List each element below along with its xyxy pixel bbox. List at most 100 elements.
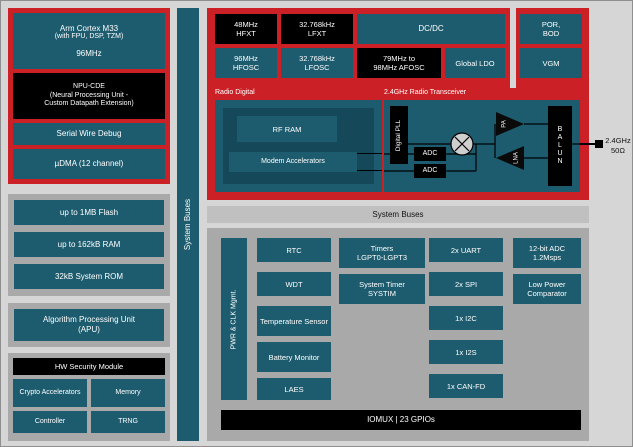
block-balun: BALUN: [548, 106, 572, 186]
global-ldo-label: Global LDO: [455, 58, 495, 68]
modem-connector-line-2: [357, 170, 382, 171]
lfosc-freq: 32.768kHz: [299, 54, 335, 63]
afosc-name: 98MHz AFOSC: [373, 63, 425, 72]
timers-label-1: Timers: [370, 244, 394, 253]
adc-q-label: ADC: [422, 166, 438, 174]
systim-label-1: System Timer: [359, 280, 405, 289]
block-can-fd: 1x CAN-FD: [429, 374, 503, 398]
rf-output-line: [580, 143, 595, 145]
mixer-icon: [450, 132, 474, 156]
radio-digital-box: RF RAM Modem Accelerators: [215, 100, 382, 192]
block-comparator: Low Power Comparator: [513, 274, 581, 304]
block-global-ldo: Global LDO: [445, 48, 505, 78]
block-dcdc: DC/DC: [357, 14, 505, 44]
rf-ram-label: RF RAM: [272, 124, 302, 134]
por-label: POR,: [541, 20, 561, 29]
adc-12bit-label-2: 1.2Msps: [532, 253, 562, 262]
controller-label: Controller: [34, 417, 66, 425]
rom-label: 32kB System ROM: [54, 271, 123, 281]
system-bus-vertical-label: System Buses: [183, 198, 193, 251]
timers-label-2: LGPT0-LGPT3: [356, 253, 408, 262]
hfxt-freq: 48MHz: [234, 20, 258, 29]
block-trng: TRNG: [91, 411, 165, 433]
battery-monitor-label: Battery Monitor: [268, 352, 320, 362]
crypto-label: Crypto Accelerators: [19, 388, 81, 396]
i2s-label: 1x I2S: [455, 347, 477, 357]
block-udma: µDMA (12 channel): [13, 149, 165, 179]
block-wdt: WDT: [257, 272, 331, 296]
trng-label: TRNG: [118, 417, 138, 425]
block-iomux: IOMUX | 23 GPIOs: [221, 410, 581, 430]
i2c-label: 1x I2C: [455, 313, 477, 323]
block-digital-pll: Digital PLL: [390, 106, 408, 164]
lfxt-name: LFXT: [307, 29, 327, 38]
systim-label-2: SYSTIM: [368, 289, 396, 298]
system-bus-vertical-labelwrap: System Buses: [177, 8, 199, 441]
hfosc-freq: 96MHz: [234, 54, 258, 63]
block-lfxt: 32.768kHz LFXT: [281, 14, 353, 44]
block-adc-12bit: 12-bit ADC 1.2Msps: [513, 238, 581, 268]
block-adc-i: ADC: [414, 147, 446, 161]
ram-label: up to 162kB RAM: [57, 239, 121, 249]
can-fd-label: 1x CAN-FD: [446, 381, 486, 391]
modem-connector-line-1: [357, 153, 382, 154]
cpu-frequency: 96MHz: [76, 48, 102, 58]
laes-label: LAES: [284, 384, 304, 394]
lna-amplifier-icon: [496, 146, 524, 170]
pwr-clk-labelwrap: PWR & CLK Mgmt.: [221, 238, 247, 400]
block-laes: LAES: [257, 378, 331, 400]
block-ram: up to 162kB RAM: [14, 232, 164, 257]
peripherals-box: PWR & CLK Mgmt. RTC WDT Temperature Sens…: [207, 228, 589, 441]
temperature-sensor-label: Temperature Sensor: [260, 316, 328, 326]
block-hfxt: 48MHz HFXT: [215, 14, 277, 44]
lna-label: LNA: [514, 152, 520, 164]
udma-label: µDMA (12 channel): [54, 159, 124, 169]
security-memory-label: Memory: [115, 388, 141, 396]
rtc-label: RTC: [286, 245, 302, 255]
pwr-clk-label: PWR & CLK Mgmt.: [230, 289, 238, 349]
security-box: HW Security Module Crypto Accelerators M…: [8, 353, 170, 441]
block-system-timer: System Timer SYSTIM: [339, 274, 425, 304]
block-hfosc: 96MHz HFOSC: [215, 48, 277, 78]
security-module-header: HW Security Module: [13, 358, 165, 375]
comparator-label-1: Low Power: [528, 280, 566, 289]
wdt-label: WDT: [285, 279, 303, 289]
block-security-memory: Memory: [91, 379, 165, 407]
cpu-subsystem-box: Arm Cortex M33 (with FPU, DSP, TZM) 96MH…: [8, 8, 170, 184]
block-security-controller: Controller: [13, 411, 87, 433]
flash-label: up to 1MB Flash: [59, 207, 119, 217]
rf-signal-path: PA LNA: [384, 112, 580, 172]
block-cpu: Arm Cortex M33 (with FPU, DSP, TZM) 96MH…: [13, 13, 165, 69]
cpu-features: (with FPU, DSP, TZM): [54, 33, 124, 41]
hfxt-name: HFXT: [236, 29, 256, 38]
cpu-name: Arm Cortex M33: [59, 23, 119, 33]
block-lfosc: 32.768kHz LFOSC: [281, 48, 353, 78]
bod-label: BOD: [542, 29, 560, 38]
dcdc-label: DC/DC: [418, 24, 444, 34]
hfosc-name: HFOSC: [232, 63, 260, 72]
rf-port-icon: [595, 140, 603, 148]
lfosc-name: LFOSC: [304, 63, 330, 72]
system-bus-horizontal: System Buses: [207, 206, 589, 223]
npu-name: NPU-CDE: [73, 83, 105, 91]
swd-label: Serial Wire Debug: [56, 129, 122, 139]
block-vgm: VGM: [520, 48, 582, 78]
block-i2s: 1x I2S: [429, 340, 503, 364]
pa-label: PA: [502, 120, 508, 128]
afosc-freq: 79MHz to: [382, 54, 416, 63]
comparator-label-2: Comparator: [527, 289, 567, 298]
transceiver-title: 2.4GHz Radio Transceiver: [384, 89, 467, 96]
uart-label: 2x UART: [450, 245, 482, 255]
block-adc-q: ADC: [414, 164, 446, 178]
block-spi: 2x SPI: [429, 272, 503, 296]
block-flash: up to 1MB Flash: [14, 200, 164, 225]
security-title: HW Security Module: [54, 362, 124, 371]
block-rtc: RTC: [257, 238, 331, 262]
radio-clocks-box: 48MHz HFXT 32.768kHz LFXT DC/DC POR, BOD…: [207, 8, 589, 200]
modem-label: Modem Accelerators: [261, 157, 325, 165]
block-pwr-clk-mgmt: PWR & CLK Mgmt.: [221, 238, 247, 400]
iomux-label: IOMUX | 23 GPIOs: [367, 415, 435, 425]
block-serial-wire-debug: Serial Wire Debug: [13, 123, 165, 145]
rf-output-impedance: 50Ω: [611, 145, 625, 155]
radio-digital-title: Radio Digital: [215, 89, 255, 96]
